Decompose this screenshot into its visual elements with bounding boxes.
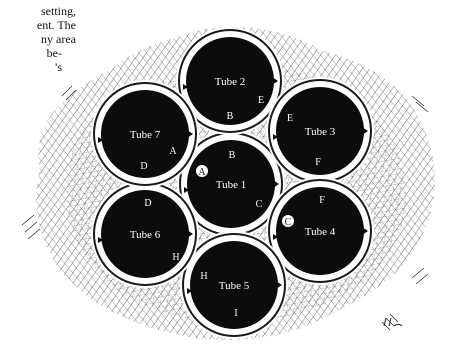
contact-point-letter: D: [144, 198, 151, 209]
contact-point-letter: E: [287, 113, 293, 124]
contact-point-letter: B: [227, 111, 234, 122]
contact-point-letter: F: [319, 195, 325, 206]
contact-point-letter: I: [234, 308, 237, 319]
tube-name-label: Tube 6: [130, 229, 161, 241]
text-fragment-line: setting,: [2, 4, 76, 18]
tube-3: Tube 3 E F: [266, 77, 374, 185]
tube-name-label: Tube 1: [216, 179, 246, 191]
tube-7: Tube 7 A D: [91, 80, 199, 188]
contact-point-letter: B: [229, 150, 236, 161]
text-fragment-line: be-: [2, 46, 62, 60]
tube-name-label: Tube 7: [130, 129, 161, 141]
contact-point-letter: F: [315, 157, 321, 168]
cropped-text-fragment: setting, ent. The ny area be- 's: [0, 4, 76, 74]
contact-point-letter: H: [200, 271, 207, 282]
contact-point-letter: A: [169, 146, 177, 157]
text-fragment-line: ny area: [2, 32, 76, 46]
contact-point-letter: A: [198, 167, 206, 178]
contact-point-letter: H: [172, 252, 179, 263]
text-fragment-line: ent. The: [2, 18, 76, 32]
contact-point-letter: E: [258, 95, 264, 106]
contact-point-letter: D: [140, 161, 147, 172]
tube-name-label: Tube 4: [305, 226, 336, 238]
contact-point-letter: C: [256, 199, 263, 210]
text-fragment-line: 's: [2, 60, 62, 74]
tube-name-label: Tube 5: [219, 280, 250, 292]
tube-name-label: Tube 2: [215, 76, 245, 88]
tube-name-label: Tube 3: [305, 126, 336, 138]
tube-6: Tube 6 D H: [91, 180, 199, 288]
contact-point-letter: C: [285, 217, 292, 228]
